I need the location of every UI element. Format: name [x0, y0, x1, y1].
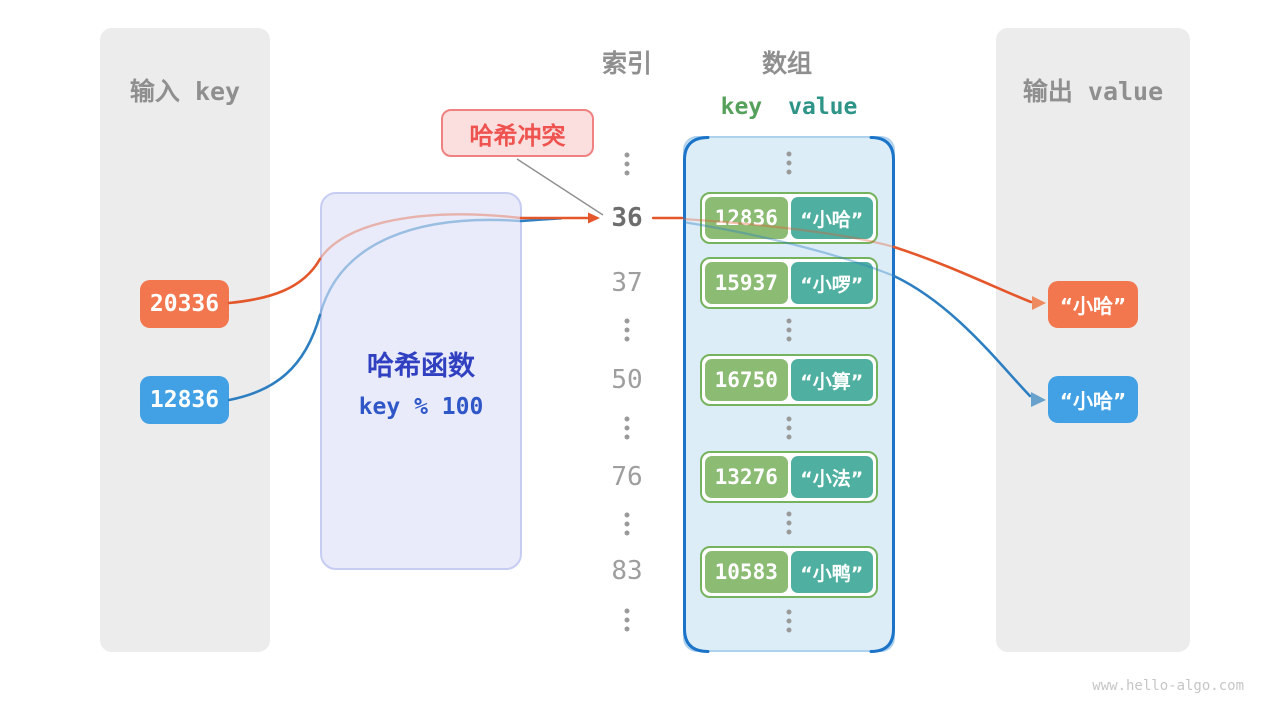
index-37: 37: [611, 268, 643, 298]
array-key-label: key: [720, 94, 763, 120]
ellipsis-dots: [624, 152, 630, 176]
array-row: 10583 “小鸭”: [700, 546, 878, 598]
index-76: 76: [611, 462, 643, 492]
row-value: “小哈”: [790, 197, 873, 239]
array-row: 12836 “小哈”: [700, 192, 878, 244]
input-key-20336: 20336: [140, 280, 229, 328]
output-panel-title: 输出 value: [1022, 77, 1164, 106]
ellipsis-dots: [624, 608, 630, 632]
row-value: “小算”: [790, 359, 873, 401]
arrow-blue-merge: [519, 217, 563, 223]
ellipsis-dots: [786, 416, 792, 440]
collision-label-connector: [516, 158, 604, 216]
index-column-title: 索引: [601, 49, 652, 78]
input-key-12836: 12836: [140, 376, 229, 424]
ellipsis-dots: [624, 318, 630, 342]
row-value: “小法”: [790, 456, 873, 498]
output-panel: 输出 value: [996, 28, 1190, 652]
arrowhead-index36: [588, 212, 600, 224]
output-value-orange: “小哈”: [1048, 281, 1138, 328]
row-key: 13276: [705, 456, 788, 498]
ellipsis-dots: [624, 416, 630, 440]
array-row: 16750 “小算”: [700, 354, 878, 406]
input-panel-title: 输入 key: [129, 77, 241, 106]
row-key: 10583: [705, 551, 788, 593]
output-value-blue: “小哈”: [1048, 376, 1138, 423]
hash-function-name: 哈希函数: [367, 351, 475, 382]
array-kv-header: key value: [683, 94, 895, 120]
row-value: “小鸭”: [790, 551, 873, 593]
hash-function-box: 哈希函数 key % 100: [320, 192, 522, 570]
index-36: 36: [611, 203, 643, 233]
hash-function-formula: key % 100: [358, 394, 484, 420]
ellipsis-dots: [786, 511, 792, 535]
array-row: 15937 “小啰”: [700, 257, 878, 309]
row-key: 12836: [705, 197, 788, 239]
input-panel: 输入 key: [100, 28, 270, 652]
hash-collision-label: 哈希冲突: [441, 109, 594, 157]
index-50: 50: [611, 365, 643, 395]
index-83: 83: [611, 556, 643, 586]
ellipsis-dots: [786, 151, 792, 175]
row-key: 15937: [705, 262, 788, 304]
watermark: www.hello-algo.com: [1092, 678, 1244, 694]
row-key: 16750: [705, 359, 788, 401]
ellipsis-dots: [786, 318, 792, 342]
array-value-label: value: [788, 94, 858, 120]
ellipsis-dots: [624, 512, 630, 536]
array-row: 13276 “小法”: [700, 451, 878, 503]
array-column-title: 数组: [761, 49, 812, 78]
ellipsis-dots: [786, 609, 792, 633]
row-value: “小啰”: [790, 262, 873, 304]
